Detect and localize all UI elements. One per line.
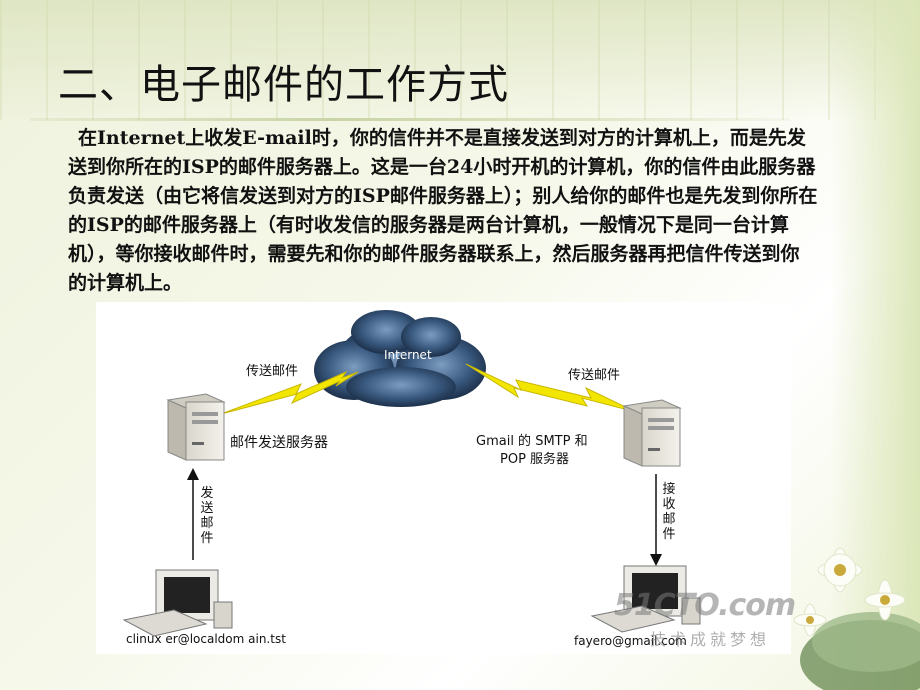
left-link-label: 传送邮件 xyxy=(246,364,299,379)
left-server-label: 邮件发送服务器 xyxy=(230,435,328,451)
email-flow-diagram: Internet 传送邮件 传送邮件 邮件发送服务器 Gmail 的 SMTP … xyxy=(96,302,791,654)
internet-cloud xyxy=(314,310,486,407)
right-mail-server xyxy=(622,399,682,467)
left-client-email: clinux er@localdom ain.tst xyxy=(126,632,286,646)
left-client-computer xyxy=(122,569,233,637)
right-arrow-label: 接收邮件 xyxy=(662,482,676,542)
right-client-email: fayero@gmail.com xyxy=(574,634,687,648)
title-underline xyxy=(30,118,790,121)
slide-paragraph: 在Internet上收发E-mail时，你的信件并不是直接发送到对方的计算机上，… xyxy=(68,127,818,294)
left-lightning-link xyxy=(220,370,359,415)
right-client-computer xyxy=(590,565,701,633)
slide-title: 二、电子邮件的工作方式 xyxy=(58,62,509,108)
right-link-label: 传送邮件 xyxy=(568,368,621,383)
watermark-brand: 51CTO.com xyxy=(614,588,796,623)
left-arrow-label: 发送邮件 xyxy=(200,486,214,546)
cloud-label: Internet xyxy=(384,348,432,362)
decorative-header-band xyxy=(0,0,920,120)
diagram-graphics xyxy=(122,310,701,637)
watermark-slogan: 技术成就梦想 xyxy=(650,630,771,649)
left-mail-server xyxy=(166,393,226,461)
right-server-label-line2: POP 服务器 xyxy=(500,452,570,467)
right-server-label-line1: Gmail 的 SMTP 和 xyxy=(476,434,588,449)
flower-decoration xyxy=(793,547,920,690)
